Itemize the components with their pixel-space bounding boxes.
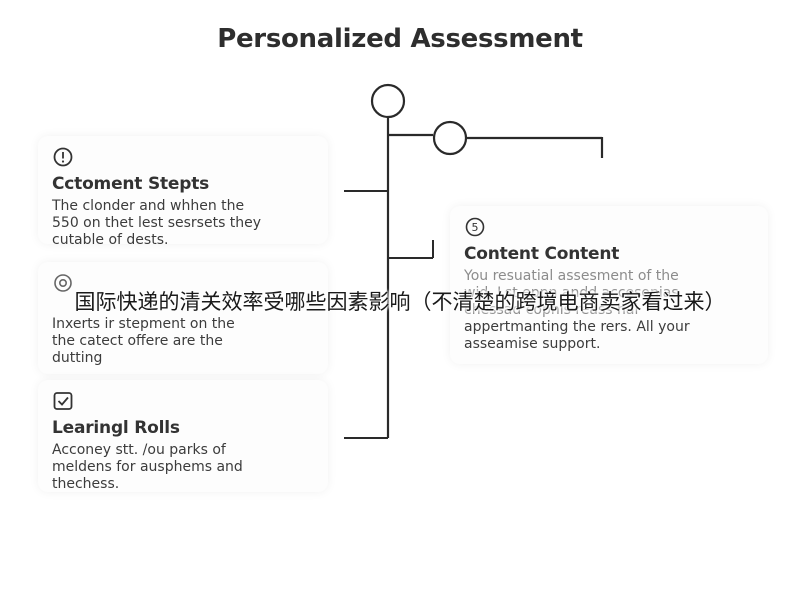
card-learning-rolls: Learingl Rolls Acconey stt. /ou parks of… [38, 380, 328, 492]
card-description: Acconey stt. /ou parks of meldens for au… [52, 442, 243, 492]
card-description: Inxerts ir stepment on the the catect of… [52, 316, 235, 366]
card-title: Learingl Rolls [52, 418, 180, 438]
card-description: You resuatial assesment of the wid. Lst … [464, 268, 690, 352]
alert-circle-icon [53, 147, 73, 167]
card-statement: Inxerts ir stepment on the the catect of… [38, 262, 328, 374]
checkbox-icon [53, 392, 73, 410]
top-node-circle [370, 83, 406, 119]
card-description: The clonder and whhen the 550 on thet le… [52, 198, 262, 248]
second-node-circle [432, 120, 468, 156]
number-five-icon: 5 [465, 217, 485, 237]
card-title: Content Content [464, 244, 620, 264]
page-title: Personalized Assessment [217, 24, 583, 54]
svg-text:5: 5 [472, 221, 479, 234]
card-content: 5 Content Content You resuatial assesmen… [450, 206, 768, 364]
overlay-caption: 国际快递的清关效率受哪些因素影响（不清楚的跨境电商卖家看过来） [74, 290, 726, 314]
card-steps: Cctoment Stepts The clonder and whhen th… [38, 136, 328, 248]
target-circle-icon [54, 274, 72, 292]
card-title: Cctoment Stepts [52, 174, 210, 194]
